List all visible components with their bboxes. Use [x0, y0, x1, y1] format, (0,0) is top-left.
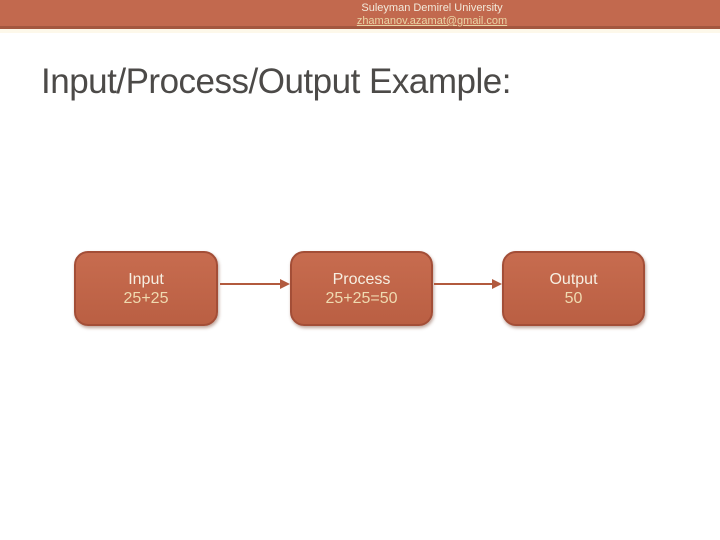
arrow-head-icon: [492, 279, 502, 289]
flow-node-label: Process: [332, 270, 391, 288]
flow-node-label: Output: [549, 270, 598, 288]
arrow-right-icon: [220, 279, 290, 289]
flow-node-value: 25+25=50: [325, 289, 398, 307]
university-name: Suleyman Demirel University: [361, 2, 503, 14]
flow-node-output: Output 50: [502, 251, 645, 326]
header-bar: [0, 0, 720, 29]
flow-node-process: Process 25+25=50: [290, 251, 433, 326]
header-accent-strip: [0, 29, 720, 33]
flow-node-label: Input: [128, 270, 164, 288]
flow-node-input: Input 25+25: [74, 251, 218, 326]
email-link[interactable]: zhamanov.azamat@gmail.com: [356, 15, 508, 27]
page-title: Input/Process/Output Example:: [41, 62, 511, 101]
arrow-head-icon: [280, 279, 290, 289]
arrow-right-icon: [434, 279, 502, 289]
flow-node-value: 25+25: [123, 289, 169, 307]
flow-node-value: 50: [564, 289, 583, 307]
header-text: Suleyman Demirel University zhamanov.aza…: [72, 2, 720, 28]
